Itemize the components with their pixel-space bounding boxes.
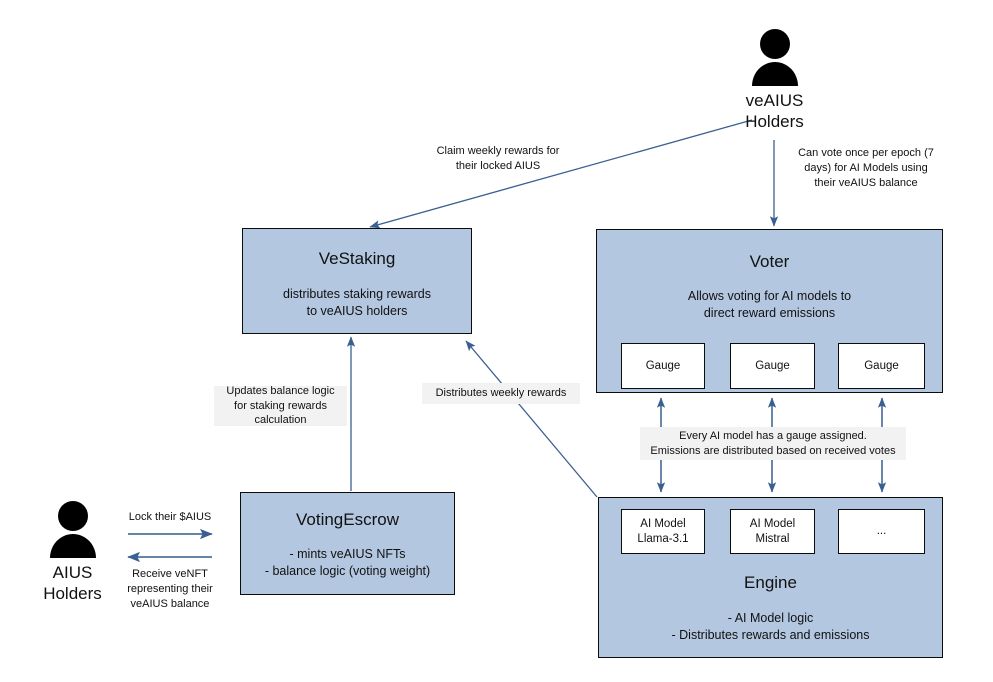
node-vestaking[interactable]: VeStaking distributes staking rewards to…: [242, 228, 472, 334]
person-icon: [49, 501, 96, 558]
ai-model-box-3[interactable]: ...: [838, 509, 925, 554]
actor-veaius-holders: veAIUS Holders: [722, 28, 827, 133]
node-votingescrow[interactable]: VotingEscrow - mints veAIUS NFTs - balan…: [240, 492, 455, 595]
actor-aius-holders: AIUS Holders: [20, 500, 125, 605]
node-title: Engine: [744, 573, 797, 592]
node-title: Voter: [749, 252, 790, 271]
annotation-vote-epoch: Can vote once per epoch (7 days) for AI …: [798, 147, 934, 189]
ai-model-box-2[interactable]: AI Model Mistral: [730, 509, 815, 554]
node-title: VeStaking: [318, 249, 396, 268]
annotation-gauge-assigned: Every AI model has a gauge assigned. Emi…: [640, 427, 906, 460]
gauge-box-2[interactable]: Gauge: [730, 343, 815, 389]
ai-model-box-1[interactable]: AI Model Llama-3.1: [621, 509, 705, 554]
annotation-distributes-weekly: Distributes weekly rewards: [422, 383, 580, 404]
annotation-lock-aius: Lock their $AIUS: [128, 511, 212, 523]
node-title: VotingEscrow: [296, 510, 399, 529]
node-subtitle: Allows voting for AI models to direct re…: [687, 289, 852, 321]
node-subtitle: - mints veAIUS NFTs - balance logic (vot…: [264, 547, 431, 579]
annotation-receive-venft: Receive veNFT representing their veAIUS …: [127, 568, 213, 610]
node-subtitle: - AI Model logic - Distributes rewards a…: [671, 611, 870, 643]
annotation-updates-balance: Updates balance logic for staking reward…: [214, 385, 347, 426]
gauge-box-1[interactable]: Gauge: [621, 343, 705, 389]
node-subtitle: distributes staking rewards to veAIUS ho…: [283, 287, 431, 319]
annotation-claim-rewards: Claim weekly rewards for their locked AI…: [436, 145, 560, 172]
actor-label: veAIUS Holders: [745, 91, 804, 132]
actor-label: AIUS Holders: [43, 563, 102, 604]
arrow-distributes-weekly: [465, 340, 598, 498]
gauge-box-3[interactable]: Gauge: [838, 343, 925, 389]
person-icon: [751, 29, 798, 86]
